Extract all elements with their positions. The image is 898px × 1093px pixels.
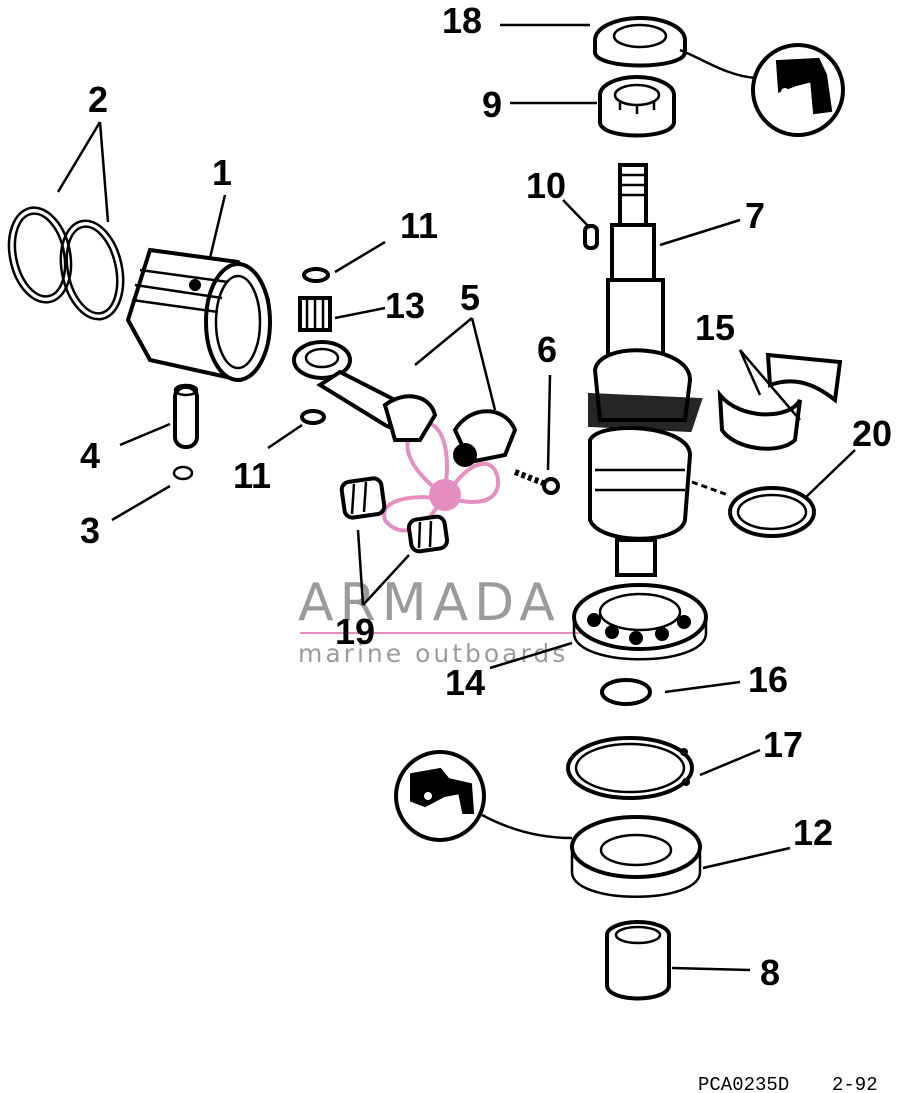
- washer-bottom-part: [300, 409, 326, 425]
- washer-top-part: [302, 267, 330, 283]
- watermark-tagline: marine outboards: [298, 639, 568, 668]
- retaining-ring-part: [691, 480, 816, 538]
- roller-bearing-left-part: [339, 476, 387, 520]
- label-3: 3: [80, 510, 100, 551]
- roller-bearing-right-part: [406, 514, 450, 554]
- label-13: 13: [385, 285, 425, 326]
- label-1: 1: [212, 152, 232, 193]
- watermark-logo: ARMADA marine outboards: [298, 421, 585, 668]
- part-number-labels: 2 1 4 3 11 13 5 6 11 19 10 7 15 20 18 9 …: [80, 0, 892, 993]
- needle-bearing-part: [298, 296, 332, 332]
- crankshaft-part: [588, 163, 703, 577]
- label-7: 7: [745, 195, 765, 236]
- label-2: 2: [88, 79, 108, 120]
- sealant-callout-bottom: [394, 750, 573, 842]
- snap-ring-part: [566, 736, 694, 800]
- drawing-code: PCA0235D: [698, 1074, 789, 1093]
- ball-bearing-part: [572, 583, 708, 661]
- label-9: 9: [482, 84, 502, 125]
- wrist-pin-part: [173, 383, 199, 449]
- label-8: 8: [760, 952, 780, 993]
- top-seal-part: [593, 16, 687, 68]
- label-20: 20: [852, 413, 892, 454]
- woodruff-key-part: [583, 224, 599, 250]
- lock-ring-part: [600, 678, 652, 706]
- drawing-date: 2-92: [832, 1074, 878, 1093]
- connecting-rod-part: [292, 340, 518, 467]
- lower-seal-part: [570, 815, 702, 898]
- watermark-brand: ARMADA: [298, 573, 561, 633]
- piston-part: [125, 247, 272, 383]
- label-18: 18: [442, 0, 482, 41]
- bushing-part: [605, 920, 671, 1001]
- upper-bearing-part: [598, 75, 676, 138]
- piston-rings-part: [7, 206, 125, 321]
- label-11-top: 11: [400, 205, 438, 246]
- label-11-bottom: 11: [233, 455, 271, 496]
- label-12: 12: [793, 812, 833, 853]
- cap-screw-part: [513, 469, 560, 495]
- leader-lines: [56, 23, 856, 972]
- bearing-shells-part: [717, 352, 843, 451]
- pin-retainer-part: [172, 465, 194, 481]
- sealant-callout-top: [679, 43, 845, 137]
- label-14: 14: [445, 662, 485, 703]
- label-5: 5: [460, 277, 480, 318]
- label-19: 19: [335, 611, 375, 652]
- label-17: 17: [763, 724, 803, 765]
- label-16: 16: [748, 659, 788, 700]
- label-4: 4: [80, 435, 100, 476]
- label-15: 15: [695, 307, 735, 348]
- label-10: 10: [526, 165, 566, 206]
- label-6: 6: [537, 329, 557, 370]
